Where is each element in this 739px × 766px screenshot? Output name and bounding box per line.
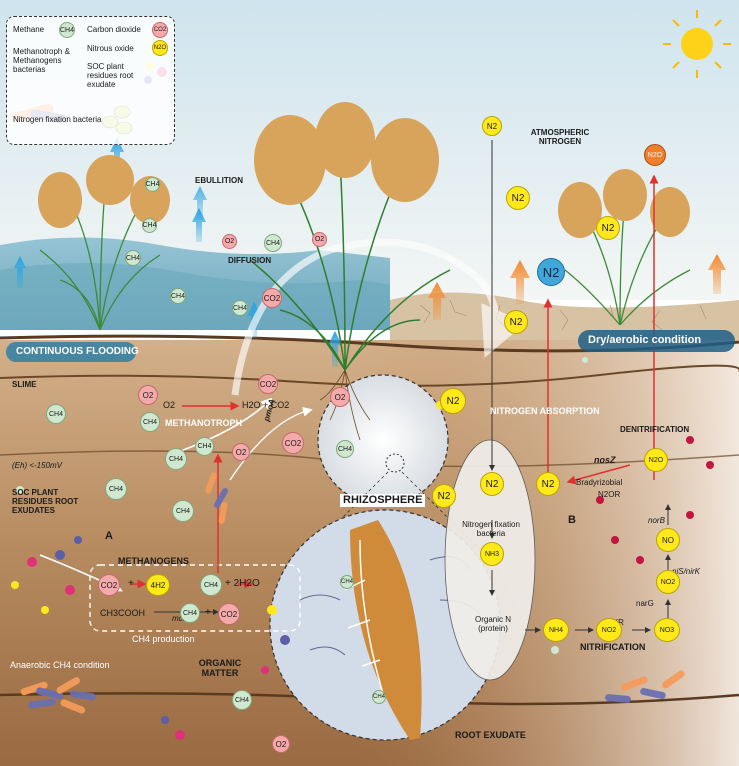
soc-label: SOC PLANT RESIDUES ROOT EXUDATES bbox=[12, 488, 79, 516]
plus-1: + bbox=[128, 578, 134, 589]
panel-a-label: A bbox=[105, 530, 113, 542]
dry-aerobic-banner: Dry/aerobic condition bbox=[588, 334, 702, 346]
sun-icon bbox=[663, 10, 731, 78]
n2-atmosphere-bubble: N2 bbox=[537, 258, 565, 286]
rice-plant-right bbox=[564, 199, 691, 326]
plus-2h2o: + 2H2O bbox=[225, 578, 260, 589]
legend-ch4-icon: CH4 bbox=[59, 22, 75, 38]
legend: Methane CH4 Carbon dioxide CO2 Methanotr… bbox=[6, 16, 175, 145]
organic-matter-label: ORGANIC MATTER bbox=[198, 658, 242, 679]
n2o-bubble: N2O bbox=[644, 144, 666, 166]
ch4-bubble: CH4 bbox=[232, 690, 252, 710]
denitrification-label: DENITRIFICATION bbox=[620, 425, 690, 434]
methanotroph-label: METHANOTROPH bbox=[165, 418, 242, 428]
legend-n2o-icon: N2O bbox=[152, 40, 168, 56]
co2-bubble: CO2 bbox=[282, 432, 304, 454]
narg-label: narG bbox=[636, 599, 654, 608]
nh3-bubble: NH3 bbox=[480, 542, 504, 566]
o2-bubble: O2 bbox=[272, 735, 290, 753]
methanogens-box bbox=[89, 564, 301, 632]
co2-bubble: CO2 bbox=[262, 288, 282, 308]
rhizosphere-label: RHIZOSPHERE bbox=[340, 494, 426, 507]
o2-bubble: O2 bbox=[138, 385, 158, 405]
o2-bubble: O2 bbox=[232, 443, 250, 461]
atmospheric-nitrogen-label: ATMOSPHERIC NITROGEN bbox=[530, 128, 590, 147]
ch4-bubble: CH4 bbox=[142, 218, 157, 233]
reaction-h2o-co2: H2O + CO2 bbox=[242, 400, 290, 410]
ch4-bubble: CH4 bbox=[195, 437, 214, 456]
ch4-bubble: CH4 bbox=[336, 440, 354, 458]
no3-bubble: NO3 bbox=[654, 618, 680, 642]
o2-bubble: O2 bbox=[222, 234, 237, 249]
ch4-bubble: CH4 bbox=[180, 603, 200, 623]
norb-label: norB bbox=[648, 516, 665, 525]
ch4-bubble: CH4 bbox=[340, 575, 354, 589]
ch4-bubble: CH4 bbox=[232, 300, 248, 316]
legend-co2-label: Carbon dioxide bbox=[87, 25, 141, 34]
legend-co2-icon: CO2 bbox=[152, 22, 168, 38]
ch4-production-label: CH4 production bbox=[132, 634, 195, 644]
ch4-bubble: CH4 bbox=[165, 448, 187, 470]
n2or-label: N2OR bbox=[598, 490, 621, 499]
ch4-bubble: CH4 bbox=[172, 500, 194, 522]
n2-bubble: N2 bbox=[432, 484, 456, 508]
legend-n2o-label: Nitrous oxide bbox=[87, 44, 134, 53]
ch4-bubble: CH4 bbox=[105, 478, 127, 500]
n2-bubble: N2 bbox=[504, 310, 528, 334]
anaerobic-label: Anaerobic CH4 condition bbox=[10, 660, 110, 670]
ch4-bubble: CH4 bbox=[170, 288, 186, 304]
no2-bubble: NO2 bbox=[656, 570, 680, 594]
legend-methane-label: Methane bbox=[13, 25, 45, 34]
ch4-bubble: CH4 bbox=[372, 690, 386, 704]
co2-bubble: CO2 bbox=[218, 603, 240, 625]
ch4-bubble: CH4 bbox=[200, 574, 222, 596]
panel-b-label: B bbox=[568, 514, 576, 526]
diffusion-label: DIFFUSION bbox=[228, 256, 272, 265]
ch4-bubble: CH4 bbox=[140, 412, 160, 432]
o2-bubble: O2 bbox=[330, 387, 350, 407]
h2-bubble: 4H2 bbox=[146, 574, 170, 596]
ch4-bubble: CH4 bbox=[46, 404, 66, 424]
n2-bubble: N2 bbox=[482, 116, 502, 136]
no-bubble: NO bbox=[656, 528, 680, 552]
co2-bubble: CO2 bbox=[98, 574, 120, 596]
bradyrizobial-label: Bradyrizobial bbox=[576, 478, 623, 487]
legend-soc-label: SOC plant residues root exudate bbox=[87, 62, 134, 90]
organic-n-label: Organic N (protein) bbox=[474, 615, 511, 634]
continuous-flooding-banner: CONTINUOUS FLOODING bbox=[16, 346, 139, 357]
n2-bubble: N2 bbox=[440, 388, 466, 414]
slime-label: SLIME bbox=[12, 380, 37, 389]
co2-bubble: CO2 bbox=[258, 374, 278, 394]
nh4-bubble: NH4 bbox=[543, 618, 569, 642]
reaction-o2: O2 bbox=[163, 400, 176, 410]
ch4-bubble: CH4 bbox=[125, 250, 141, 266]
n2-bubble: N2 bbox=[536, 472, 560, 496]
no2-bubble: NO2 bbox=[596, 618, 622, 642]
nitrogen-absorption-label: NITROGEN ABSORPTION bbox=[490, 406, 600, 416]
bacteria-cluster bbox=[20, 472, 685, 714]
n2o-soil-bubble: N2O bbox=[644, 448, 668, 472]
plus-2: + bbox=[205, 607, 211, 618]
nitrification-label: NITRIFICATION bbox=[580, 642, 646, 652]
ch3cooh-label: CH3COOH bbox=[100, 608, 146, 618]
nfix-bacteria-label: Nitrogen fixation bacteria bbox=[462, 520, 520, 539]
rice-plant-center bbox=[249, 159, 451, 371]
n2-bubble: N2 bbox=[506, 186, 530, 210]
n2-bubble: N2 bbox=[480, 472, 504, 496]
n2-bubble: N2 bbox=[596, 216, 620, 240]
eh-label: (Eh) <-150mV bbox=[12, 461, 63, 470]
legend-methanotroph-label: Methanotroph & Methanogens bacterias bbox=[13, 47, 70, 75]
root-exudate-label: ROOT EXUDATE bbox=[455, 730, 526, 740]
rice-plant-left bbox=[39, 189, 161, 331]
nosz-label: nosZ bbox=[594, 455, 616, 465]
nis-nirk-label: niS/nirK bbox=[672, 567, 701, 576]
o2-bubble: O2 bbox=[312, 232, 327, 247]
ebullition-label: EBULLITION bbox=[195, 176, 243, 185]
methanogens-label: METHANOGENS bbox=[118, 556, 190, 566]
legend-nfix-label: Nitrogen fixation bacteria bbox=[13, 115, 102, 124]
ch4-bubble: CH4 bbox=[264, 234, 282, 252]
ch4-bubble: CH4 bbox=[145, 177, 160, 192]
